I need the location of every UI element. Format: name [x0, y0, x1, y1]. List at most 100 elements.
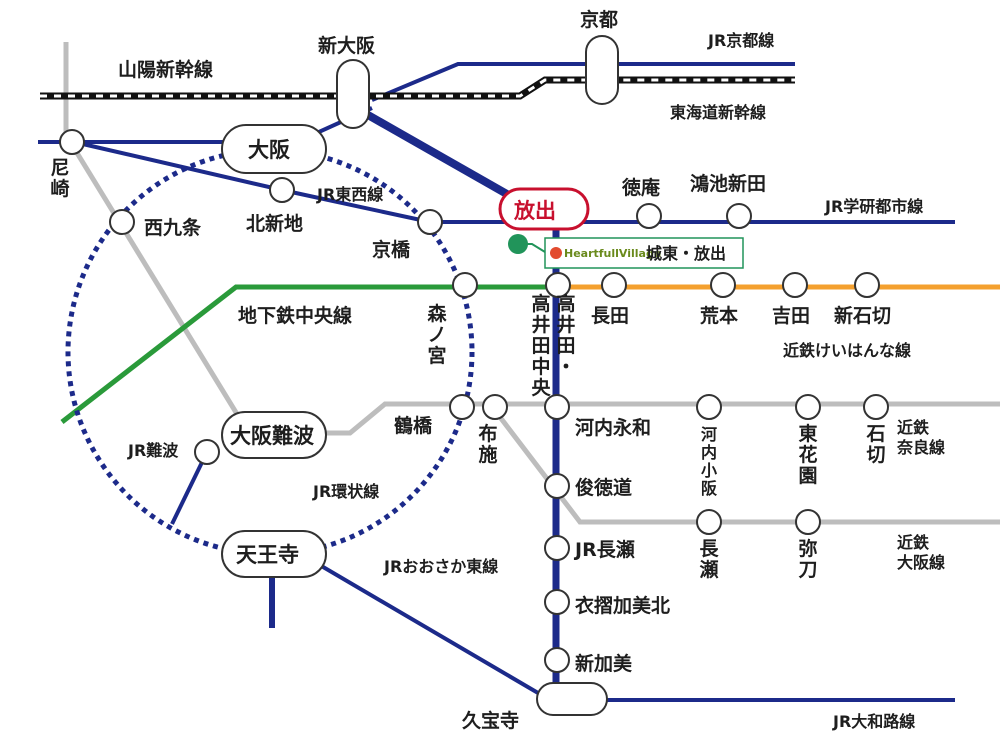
station-dot-shin-kami[interactable]: [544, 647, 570, 673]
jr-loop-line: [65, 147, 475, 557]
station-dot-yoshida[interactable]: [782, 272, 808, 298]
station-box-hanaten[interactable]: [498, 187, 590, 231]
label-jr-kyoto: JR京都線: [707, 31, 774, 50]
label-jr-yamatoji: JR大和路線: [832, 712, 915, 731]
station-dot-morinomiya[interactable]: [452, 272, 478, 298]
label-osaka-namba: 大阪難波: [230, 424, 315, 448]
label-tsuruhashi: 鶴橋: [394, 414, 433, 437]
label-sanyo-shinkansen: 山陽新幹線: [118, 58, 213, 81]
label-kyobashi: 京橋: [372, 238, 411, 261]
shinkansen-dash: [40, 78, 795, 98]
label-fuse: 布施: [478, 422, 497, 466]
label-ishikiri: 石切: [865, 423, 885, 466]
label-higashi-hanazono: 東花園: [798, 422, 817, 487]
station-box-tennoji[interactable]: [221, 530, 327, 578]
label-kintetsu-nara: 近鉄奈良線: [896, 418, 945, 457]
station-dot-nishikujo[interactable]: [109, 209, 135, 235]
label-aramoto: 荒本: [700, 304, 738, 327]
label-shin-osaka: 新大阪: [318, 34, 376, 57]
label-nishikujo: 西九条: [144, 216, 202, 239]
station-dot-higashi-hanazono[interactable]: [795, 394, 821, 420]
station-box-shin-osaka[interactable]: [336, 59, 370, 129]
label-amagasaki: 尼崎: [50, 157, 69, 200]
label-morinomiya: 森ノ宮: [427, 302, 447, 367]
station-dot-jr-namba[interactable]: [194, 439, 220, 465]
gray-line-kintetsu-osaka: [488, 402, 1000, 525]
gray-line-kintetsu-nara: [322, 401, 1000, 436]
label-jr-nagase: JR長瀬: [573, 539, 635, 561]
label-chikatetsu-chuo: 地下鉄中央線: [238, 304, 352, 327]
station-box-kyuhoji[interactable]: [536, 682, 608, 716]
station-dot-kitashinchi[interactable]: [269, 177, 295, 203]
marker-dot: [508, 234, 528, 254]
station-dot-kawachi-kosaka[interactable]: [696, 394, 722, 420]
station-dot-kizuri-kamikita[interactable]: [544, 589, 570, 615]
station-dot-tsuruhashi[interactable]: [449, 394, 475, 420]
station-dot-ishikiri[interactable]: [863, 394, 889, 420]
blue-line-yamatoji: [316, 562, 955, 702]
station-dot-aramoto[interactable]: [710, 272, 736, 298]
station-dot-tokuan[interactable]: [636, 203, 662, 229]
label-takaida-chuo: 高井田中央: [531, 292, 551, 399]
label-kawachi-kosaka: 河内小阪: [701, 425, 718, 498]
line-labels: 山陽新幹線 JR京都線 東海道新幹線 JR東西線 JR学研都市線 地下鉄中央線 …: [118, 31, 945, 731]
label-shuntokumichi: 俊徳道: [575, 476, 632, 499]
label-takaida: 高井田・: [556, 292, 575, 378]
label-nagase: 長瀬: [699, 538, 719, 581]
label-tokuan: 徳庵: [621, 176, 660, 199]
heart-icon: [550, 247, 562, 259]
label-kintetsu-keihanna: 近鉄けいはんな線: [783, 341, 911, 360]
station-dot-kawachi-eiwa[interactable]: [544, 394, 570, 420]
label-tennoji: 天王寺: [236, 543, 299, 567]
shinkansen-lines: [40, 76, 795, 100]
station-dot-shuntokumichi[interactable]: [544, 473, 570, 499]
property-marker[interactable]: HeartfullVillage 城東・放出: [508, 234, 744, 269]
station-box-kyoto[interactable]: [585, 35, 619, 105]
label-yoshida: 吉田: [772, 304, 810, 327]
vertical-labels: 尼崎 森ノ宮 高井田中央 高井田・ 布施 河内小阪 東花園 石切 長瀬 弥刀: [50, 157, 885, 581]
label-hanaten: 放出: [513, 199, 556, 223]
label-jr-namba: JR難波: [127, 441, 179, 460]
label-konoike-shinden: 鴻池新田: [690, 172, 766, 195]
green-line-chuo: [60, 284, 556, 424]
label-kawachi-eiwa: 河内永和: [575, 416, 651, 439]
label-kyoto: 京都: [580, 8, 618, 31]
marker-brand: HeartfullVillage: [564, 247, 661, 260]
station-dot-jr-nagase[interactable]: [544, 535, 570, 561]
label-tokaido-shinkansen: 東海道新幹線: [670, 103, 766, 122]
station-dot-nagata[interactable]: [601, 272, 627, 298]
label-jr-kanjo: JR環状線: [312, 482, 379, 501]
station-box-osaka[interactable]: [221, 124, 327, 174]
station-dot-nagase[interactable]: [696, 509, 722, 535]
station-labels: 新大阪 京都 大阪 西九条 北新地 京橋 放出 徳庵 鴻池新田 長田 荒本 吉田…: [127, 8, 891, 732]
label-jr-gakkentoshi: JR学研都市線: [824, 197, 923, 216]
label-kitashinchi: 北新地: [246, 212, 303, 235]
blue-line-namba: [170, 451, 209, 525]
blue-line-kyoto: [371, 62, 795, 102]
station-dot-fuse[interactable]: [482, 394, 508, 420]
label-kizuri-kamikita: 衣摺加美北: [575, 594, 670, 617]
gray-lines: [63, 42, 1000, 525]
label-nagata: 長田: [591, 305, 629, 327]
gray-line-amagasaki-namba: [71, 146, 251, 434]
marker-badge: [544, 237, 744, 269]
station-dot-shin-ishikiri[interactable]: [854, 272, 880, 298]
label-kyuhoji: 久宝寺: [462, 709, 519, 732]
label-jr-osaka-higashi: JRおおさか東線: [383, 557, 498, 576]
label-osaka: 大阪: [248, 138, 291, 162]
label-kintetsu-osaka: 近鉄大阪線: [897, 533, 945, 572]
label-mito: 弥刀: [798, 537, 817, 581]
station-dot-takaida[interactable]: [545, 272, 571, 298]
label-shin-ishikiri: 新石切: [834, 304, 891, 327]
station-box-osaka-namba[interactable]: [221, 411, 327, 459]
marker-name: 城東・放出: [646, 244, 726, 263]
blue-lines: [38, 62, 955, 702]
station-dot-konoike-shinden[interactable]: [726, 203, 752, 229]
station-dot-mito[interactable]: [795, 509, 821, 535]
station-dot-amagasaki[interactable]: [59, 129, 85, 155]
station-dots: [59, 129, 889, 673]
station-dot-kyobashi[interactable]: [417, 209, 443, 235]
label-jr-tozai: JR東西線: [316, 185, 383, 204]
major-stations: [221, 35, 619, 716]
